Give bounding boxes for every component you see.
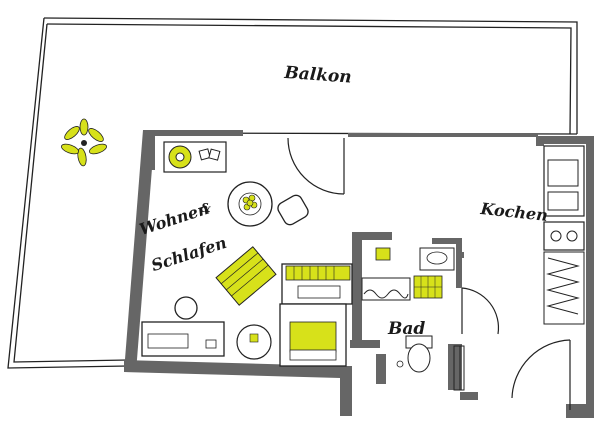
bath-door [453, 345, 465, 391]
shower-icon [361, 277, 411, 301]
bath-cabinet [375, 247, 443, 299]
side-table-icon [236, 324, 272, 360]
room-label-kitchen: Kochen [479, 199, 549, 225]
lamp-icon [174, 296, 198, 320]
rug-icon [215, 246, 277, 306]
toilet-icon [396, 335, 433, 373]
plant-icon [61, 118, 107, 167]
sofa-icon [279, 303, 347, 367]
room-label-living-amp: & [200, 201, 211, 215]
outer-walls [124, 130, 594, 418]
record-player-icon [163, 141, 227, 173]
room-label-bath: Bad [387, 319, 425, 339]
chair-icon [277, 194, 309, 226]
kitchen-cabinet [543, 251, 585, 325]
bath-sink-icon [419, 247, 455, 271]
door-arc-bath [461, 287, 500, 335]
bed-icon [281, 263, 353, 305]
tv-console-icon [141, 321, 225, 357]
room-label-living-2: Schlafen [149, 233, 229, 275]
room-label-balcony: Balkon [283, 63, 353, 88]
doors [287, 137, 571, 410]
bathroom-walls [350, 232, 464, 390]
sink-icon [543, 145, 585, 217]
stove-icon [543, 221, 585, 251]
table-icon [227, 181, 273, 227]
door-arc-living [287, 137, 345, 195]
door-arc-entry [511, 339, 571, 399]
